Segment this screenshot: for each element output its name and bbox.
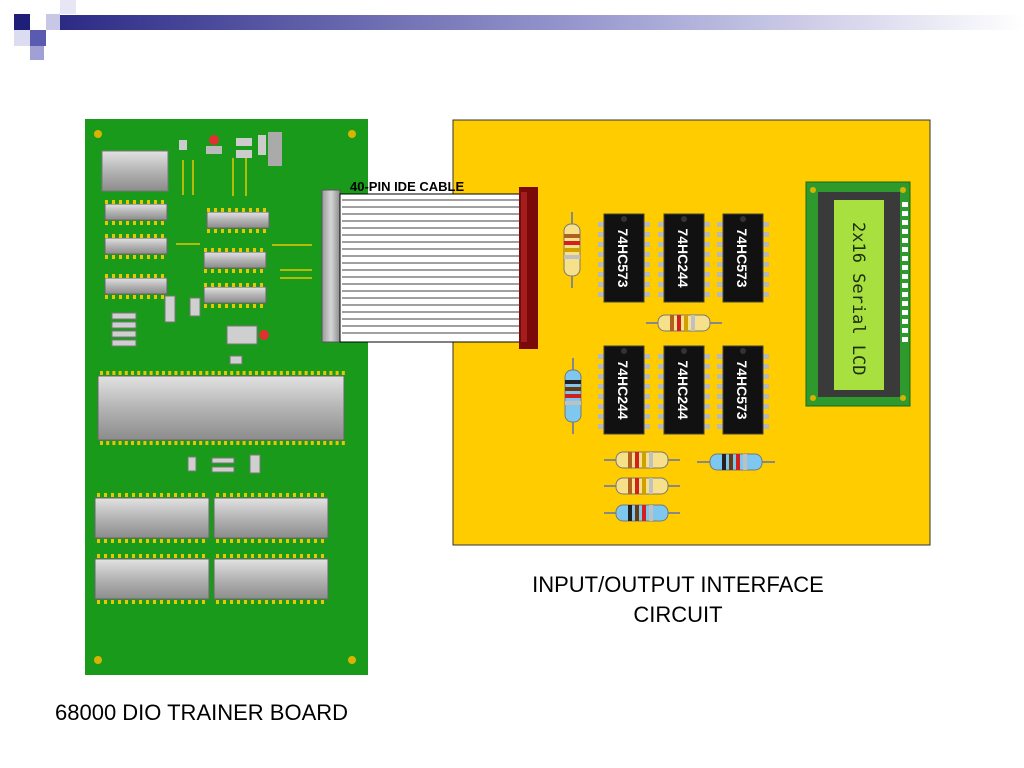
resistor — [604, 504, 680, 522]
ic — [104, 203, 168, 221]
ic-74hc573: 74HC573 — [598, 213, 650, 303]
ic — [104, 277, 168, 295]
ic-label: 74HC573 — [734, 360, 750, 419]
small-component — [258, 135, 266, 155]
ic-74hc573: 74HC573 — [717, 213, 769, 303]
ic-74hc244: 74HC244 — [658, 213, 710, 303]
resistor — [563, 212, 581, 288]
ic-label: 74HC573 — [734, 228, 750, 287]
decor-square-light — [46, 14, 60, 30]
ide-cable: 40-PIN IDE CABLE — [339, 179, 538, 349]
lcd-module: 2x16 Serial LCD — [805, 181, 911, 407]
mounting-holes — [94, 130, 356, 664]
memory-chip — [213, 558, 329, 600]
ic-label: 74HC244 — [615, 360, 631, 419]
resistor — [646, 314, 722, 332]
header-decoration — [14, 0, 1024, 60]
lcd-screen — [834, 200, 884, 390]
ic-label: 74HC244 — [675, 360, 691, 419]
decor-square-light — [30, 46, 44, 60]
cable-body — [339, 193, 527, 343]
lcd-pins — [902, 202, 908, 342]
ic-row-top: 74HC573 74HC244 74HC573 — [598, 213, 769, 303]
ic-row-bottom: 74HC244 74HC244 74HC573 — [598, 345, 769, 435]
resistor — [604, 451, 680, 469]
cable-wires — [342, 199, 519, 334]
pcb-traces — [176, 158, 312, 279]
io-caption-line2: CIRCUIT — [633, 602, 723, 627]
decor-square-mid — [30, 30, 46, 46]
ic-label: 74HC244 — [675, 228, 691, 287]
crystal-oscillator — [101, 150, 169, 192]
trainer-ic-row — [104, 203, 270, 304]
small-component — [236, 150, 252, 158]
ic-74hc244: 74HC244 — [658, 345, 710, 435]
header-gradient-bar — [60, 15, 1024, 30]
decor-square-dark — [14, 14, 30, 30]
memory-chip — [94, 497, 210, 539]
ic-pins — [97, 200, 345, 604]
memory-chip — [94, 558, 210, 600]
ic-label: 74HC573 — [615, 228, 631, 287]
decor-square-light — [14, 30, 30, 46]
small-component — [236, 138, 252, 146]
io-caption-line1: INPUT/OUTPUT INTERFACE — [532, 572, 824, 597]
small-component — [268, 132, 282, 166]
resistors — [563, 212, 775, 522]
power-led — [259, 330, 269, 340]
cpu-68000 — [97, 375, 345, 441]
ide-header-trainer — [321, 189, 341, 343]
lcd-text: 2x16 Serial LCD — [848, 222, 868, 376]
ic-74hc244: 74HC244 — [598, 345, 650, 435]
io-circuit-caption: INPUT/OUTPUT INTERFACE CIRCUIT — [490, 570, 866, 630]
reset-led — [209, 135, 219, 145]
resistor — [564, 358, 582, 434]
resistor — [697, 453, 775, 471]
cable-connector-highlight — [521, 192, 527, 342]
resistor — [604, 477, 680, 495]
trainer-board-caption: 68000 DIO TRAINER BOARD — [55, 700, 349, 725]
cable-label: 40-PIN IDE CABLE — [350, 179, 464, 194]
memory-chip — [213, 497, 329, 539]
switch — [206, 146, 222, 154]
ic-74hc573: 74HC573 — [717, 345, 769, 435]
decor-square-light — [60, 0, 76, 14]
small-parts — [111, 295, 261, 474]
ic — [203, 251, 267, 269]
ic — [206, 211, 270, 229]
trainer-board — [85, 119, 368, 675]
ic — [104, 237, 168, 255]
small-component — [179, 140, 187, 150]
ic — [203, 286, 267, 304]
